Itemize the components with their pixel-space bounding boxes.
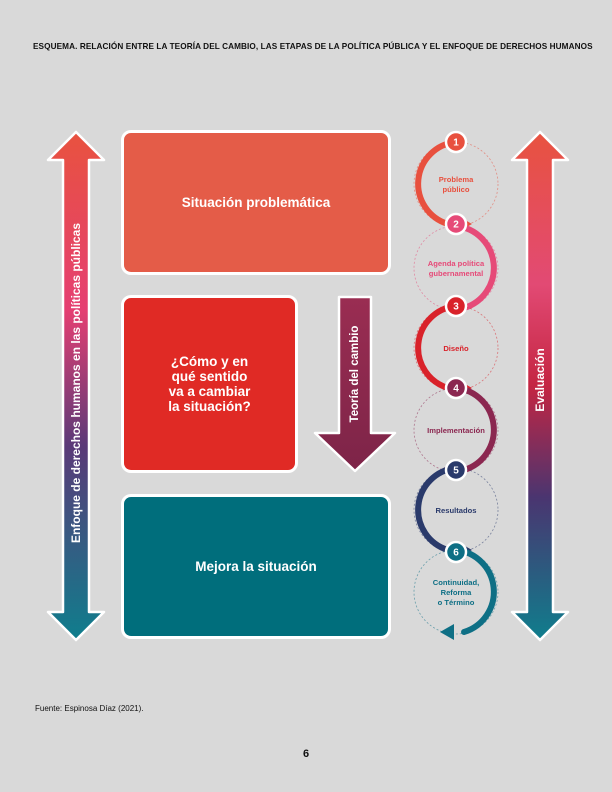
- question-line: ¿Cómo y en: [170, 354, 249, 369]
- stage-label: Resultados: [436, 506, 477, 515]
- stage-arc: [415, 139, 459, 227]
- stage-number: 3: [453, 302, 459, 313]
- stage-number: 6: [453, 548, 459, 559]
- question-line: qué sentido: [171, 369, 248, 384]
- evaluation-double-arrow: [510, 130, 570, 642]
- improved-situation-text: Mejora la situación: [195, 559, 317, 574]
- improved-situation-box: Mejora la situación: [121, 494, 391, 639]
- theory-of-change-label: Teoría del cambio: [349, 325, 361, 423]
- change-question-box: ¿Cómo y en qué sentido va a cambiar la s…: [121, 295, 298, 473]
- stage-label: Problema: [439, 175, 474, 184]
- stage-number: 1: [453, 138, 459, 149]
- stage-arrowhead: [440, 624, 454, 640]
- stage-label: Continuidad,: [433, 578, 479, 587]
- stage-number-badge: [444, 458, 468, 482]
- stage-arc: [453, 385, 497, 473]
- stage-label: público: [443, 185, 470, 194]
- stage-label: Diseño: [443, 344, 469, 353]
- source-note: Fuente: Espinosa Díaz (2021).: [35, 704, 144, 713]
- problem-situation-text: Situación problemática: [181, 195, 331, 210]
- question-line: va a cambiar: [168, 384, 251, 399]
- diagram-title: ESQUEMA. RELACIÓN ENTRE LA TEORÍA DEL CA…: [33, 42, 593, 51]
- problem-situation-box: Situación problemática: [121, 130, 391, 275]
- human-rights-label: Enfoque de derechos humanos en las polít…: [69, 222, 83, 544]
- stage-arc: [453, 547, 497, 635]
- stage-arc: [415, 303, 459, 391]
- page-number: 6: [302, 748, 310, 760]
- stage-number-badge: [444, 130, 468, 154]
- stage-label: Agenda política: [428, 259, 485, 268]
- stage-number-badge: [444, 294, 468, 318]
- stage-number: 5: [453, 466, 459, 477]
- stage-number-badge: [444, 540, 468, 564]
- stage-label: o Término: [438, 598, 475, 607]
- evaluation-label: Evaluación: [533, 348, 547, 412]
- stage-number: 2: [453, 220, 459, 231]
- stage-label: gubernamental: [429, 269, 483, 278]
- stage-arc: [453, 223, 497, 311]
- stage-label: Implementación: [427, 426, 485, 435]
- stage-number: 4: [453, 384, 459, 395]
- stage-label: Reforma: [441, 588, 473, 597]
- stage-number-badge: [444, 376, 468, 400]
- human-rights-double-arrow: [46, 130, 106, 642]
- stage-number-badge: [444, 212, 468, 236]
- theory-of-change-arrow: [313, 295, 397, 473]
- change-question-text: ¿Cómo y en qué sentido va a cambiar la s…: [168, 354, 251, 414]
- question-line: la situación?: [168, 399, 251, 414]
- stage-arc: [415, 465, 459, 553]
